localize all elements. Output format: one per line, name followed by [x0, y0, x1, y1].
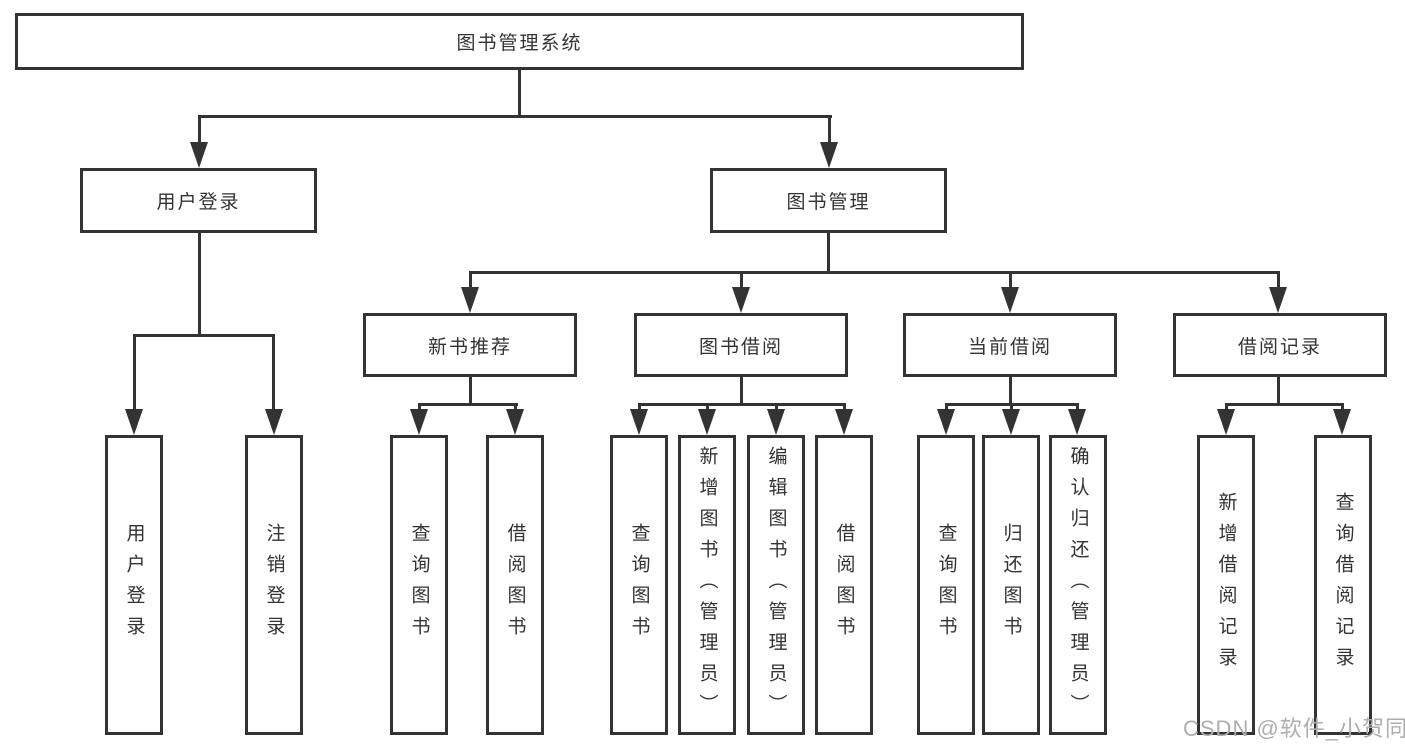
csdn-watermark: CSDN @软件_小贺同学 [1183, 716, 1405, 741]
node-new-book-recommend-label: 新书推荐 [427, 336, 512, 358]
connector-drop [1076, 403, 1079, 413]
connector-drop [638, 403, 641, 413]
arrow-down-icon [1002, 409, 1020, 435]
arrow-down-icon [767, 409, 785, 435]
connector-borrow-records-stem [1277, 377, 1280, 406]
leaf-current-query-books-label: 查询图书 [935, 523, 957, 647]
leaf-records-add-record: 新增借阅记录 [1197, 435, 1255, 735]
leaf-current-confirm-return-admin: 确认归还（管理员） [1049, 435, 1107, 735]
connector-root-stem [518, 70, 521, 118]
connector-drop-leaf-user-login [133, 334, 136, 412]
connector-drop [1341, 403, 1344, 413]
leaf-borrow-edit-books-admin: 编辑图书（管理员） [747, 435, 805, 735]
node-user-login-label: 用户登录 [156, 192, 241, 213]
connector-book-management-stem [827, 233, 830, 274]
arrow-down-icon [461, 287, 479, 313]
leaf-borrow-add-books-admin-label: 新增图书（管理员） [696, 445, 718, 725]
leaf-borrow-query-books: 查询图书 [610, 435, 668, 735]
connector-drop [514, 403, 517, 413]
leaf-newbook-borrow-books-label: 借阅图书 [504, 523, 526, 647]
connector-drop [775, 403, 778, 413]
connector-drop-borrow-records [1277, 271, 1280, 291]
connector-drop [945, 403, 948, 413]
leaf-current-confirm-return-admin-label: 确认归还（管理员） [1067, 445, 1089, 725]
arrow-down-icon [265, 409, 283, 435]
arrow-down-icon [835, 409, 853, 435]
node-book-borrow: 图书借阅 [634, 313, 848, 377]
connector-drop-current-borrow [1009, 271, 1012, 291]
node-new-book-recommend: 新书推荐 [363, 313, 577, 377]
connector-book-borrow-stem [740, 377, 743, 406]
connector-borrow-records-branch [1225, 403, 1343, 406]
node-borrow-records: 借阅记录 [1173, 313, 1387, 377]
connector-drop-book-management [828, 115, 831, 146]
node-root-label: 图书管理系统 [456, 33, 583, 54]
arrow-down-icon [698, 409, 716, 435]
connector-current-borrow-stem [1009, 377, 1012, 406]
connector-root-branch [198, 115, 832, 118]
node-book-management-label: 图书管理 [786, 192, 871, 213]
leaf-user-login: 用户登录 [105, 435, 163, 735]
arrow-down-icon [1001, 287, 1019, 313]
arrow-down-icon [1217, 409, 1235, 435]
connector-new-book-stem [469, 377, 472, 406]
arrow-down-icon [820, 142, 838, 168]
arrow-down-icon [1068, 409, 1086, 435]
node-book-borrow-label: 图书借阅 [698, 336, 783, 358]
arrow-down-icon [125, 409, 143, 435]
arrow-down-icon [937, 409, 955, 435]
leaf-borrow-query-books-label: 查询图书 [628, 523, 650, 647]
connector-drop [706, 403, 709, 413]
leaf-records-add-record-label: 新增借阅记录 [1215, 492, 1237, 678]
connector-user-login-stem [198, 233, 201, 337]
connector-drop-user-login [198, 115, 201, 146]
arrow-down-icon [410, 409, 428, 435]
leaf-records-query-record-label: 查询借阅记录 [1332, 492, 1354, 678]
leaf-current-query-books: 查询图书 [917, 435, 975, 735]
leaf-current-return-books: 归还图书 [982, 435, 1040, 735]
leaf-borrow-borrow-books: 借阅图书 [815, 435, 873, 735]
leaf-newbook-query-books: 查询图书 [390, 435, 448, 735]
node-borrow-records-label: 借阅记录 [1237, 336, 1322, 358]
connector-book-borrow-branch [638, 403, 845, 406]
node-root: 图书管理系统 [15, 13, 1024, 70]
node-user-login: 用户登录 [80, 168, 317, 233]
arrow-down-icon [1333, 409, 1351, 435]
arrow-down-icon [630, 409, 648, 435]
leaf-borrow-borrow-books-label: 借阅图书 [833, 523, 855, 647]
leaf-logout: 注销登录 [245, 435, 303, 735]
arrow-down-icon [1269, 287, 1287, 313]
connector-drop [1225, 403, 1228, 413]
leaf-user-login-label: 用户登录 [123, 523, 145, 647]
node-current-borrow: 当前借阅 [903, 313, 1117, 377]
connector-book-management-branch [469, 271, 1280, 274]
leaf-newbook-query-books-label: 查询图书 [408, 523, 430, 647]
leaf-logout-label: 注销登录 [263, 523, 285, 647]
connector-new-book-branch [418, 403, 518, 406]
leaf-records-query-record: 查询借阅记录 [1314, 435, 1372, 735]
connector-drop-book-borrow [740, 271, 743, 291]
connector-drop-leaf-logout [272, 334, 275, 412]
connector-drop [418, 403, 421, 413]
arrow-down-icon [506, 409, 524, 435]
connector-drop-new-book-recommend [469, 271, 472, 291]
connector-drop [843, 403, 846, 413]
connector-drop [1010, 403, 1013, 413]
arrow-down-icon [190, 142, 208, 168]
leaf-borrow-add-books-admin: 新增图书（管理员） [678, 435, 736, 735]
connector-user-login-branch [133, 334, 275, 337]
leaf-borrow-edit-books-admin-label: 编辑图书（管理员） [765, 445, 787, 725]
arrow-down-icon [732, 287, 750, 313]
leaf-current-return-books-label: 归还图书 [1000, 523, 1022, 647]
node-book-management: 图书管理 [710, 168, 947, 233]
node-current-borrow-label: 当前借阅 [967, 336, 1052, 358]
leaf-newbook-borrow-books: 借阅图书 [486, 435, 544, 735]
